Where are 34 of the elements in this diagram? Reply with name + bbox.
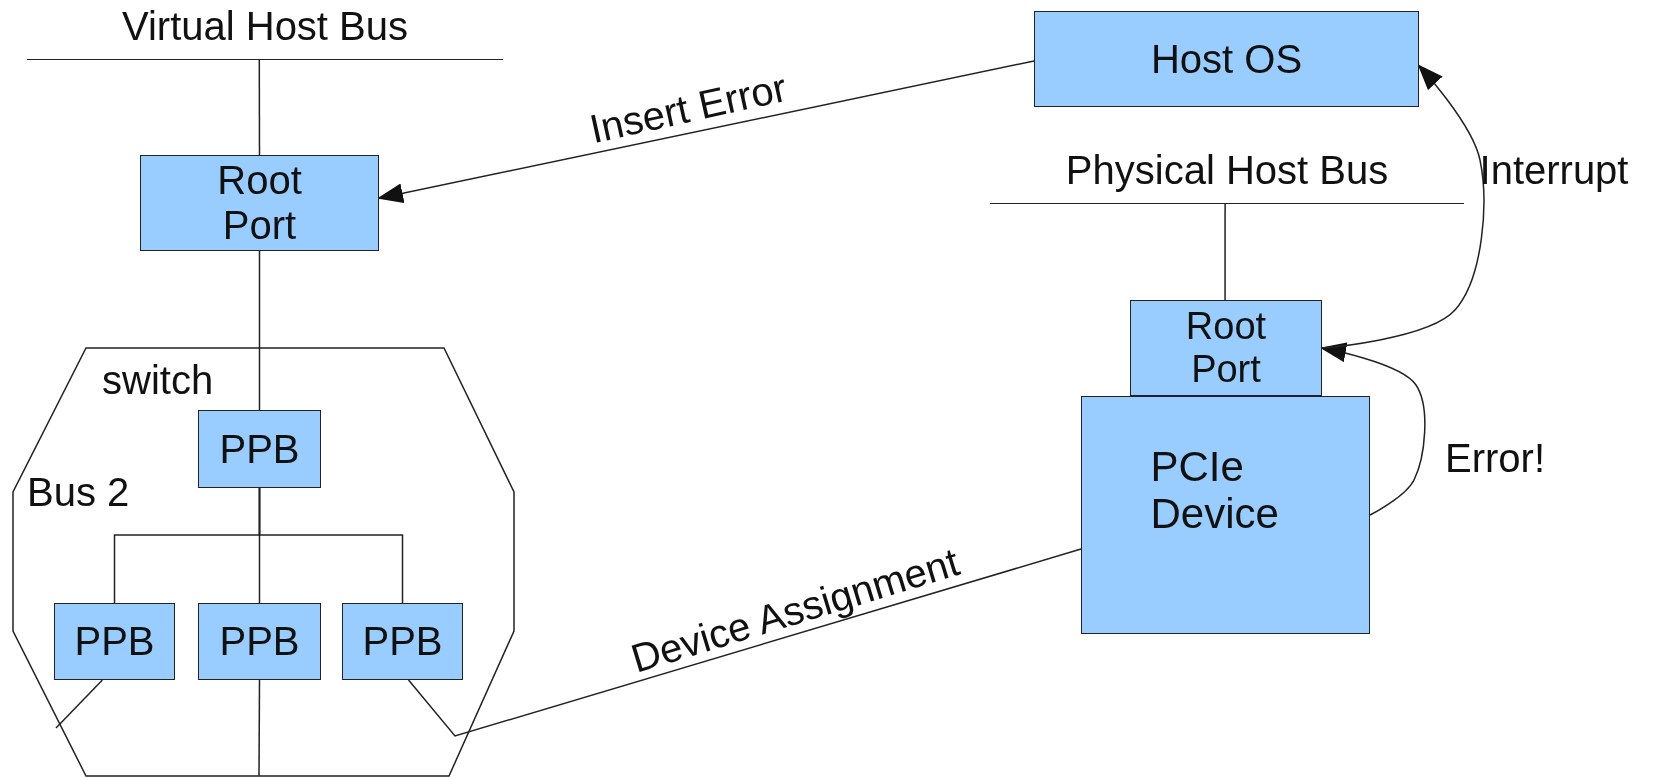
edge-label: Interrupt [1479, 150, 1629, 190]
connector-line [258, 250, 261, 411]
box-label: PPB [362, 619, 443, 664]
switch-outline [13, 348, 514, 776]
component-box [342, 603, 463, 680]
box-label: Host OS [1150, 36, 1303, 82]
switch-label: switch [102, 360, 214, 400]
arrow [377, 60, 1035, 204]
connector-line [55, 679, 104, 729]
bus-label: Bus 2 [27, 472, 130, 512]
edge-label: Insert Error [586, 66, 790, 150]
box-label: PPB [219, 619, 300, 664]
connector-line [258, 679, 261, 777]
arrow [1321, 64, 1485, 349]
component-box [198, 410, 321, 488]
component-box [54, 603, 175, 680]
connector-line [1224, 203, 1226, 301]
box-label: Root Port [216, 158, 303, 248]
component-box [198, 603, 321, 680]
bus-label: Physical Host Bus [1064, 148, 1390, 193]
component-box [1130, 300, 1322, 396]
box-label: PPB [219, 426, 300, 472]
box-label: PCIe Device [1150, 442, 1280, 538]
connector-line [258, 487, 404, 604]
component-box [1034, 11, 1419, 107]
edge-label: Error! [1445, 438, 1545, 478]
box-label: PPB [74, 619, 155, 664]
component-box [140, 155, 379, 251]
box-label: Root Port [1184, 305, 1268, 391]
connector-line [258, 59, 261, 156]
arrow [1320, 342, 1426, 516]
connector-line [407, 548, 1082, 737]
bus-label: Virtual Host Bus [120, 4, 410, 49]
device-box [1081, 396, 1370, 634]
